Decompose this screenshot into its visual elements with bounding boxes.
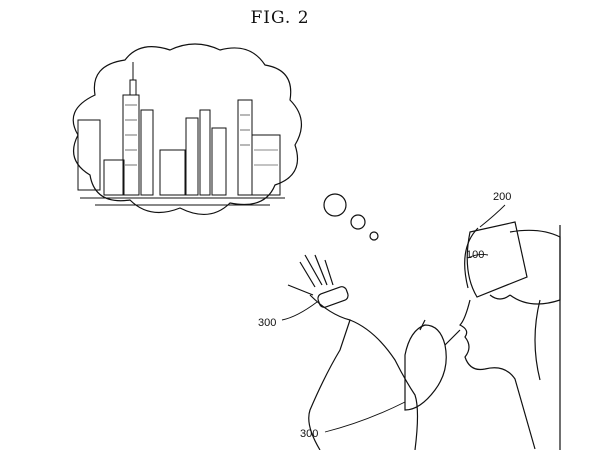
thought-cloud [72,43,302,215]
label-300-lower: 300 [300,428,319,440]
figure-title: FIG. 2 [250,8,310,28]
label-100: 100 [466,249,485,261]
label-200: 200 [493,191,512,203]
lower-hand [404,319,461,411]
leader-lines [281,204,506,433]
controller-lower [404,324,447,411]
city-skyline [77,62,285,206]
raised-hand [287,254,419,450]
thought-bubbles [323,193,379,241]
controller-upper [317,286,349,308]
user-with-hmd [458,221,561,450]
label-300-upper: 300 [258,317,277,329]
